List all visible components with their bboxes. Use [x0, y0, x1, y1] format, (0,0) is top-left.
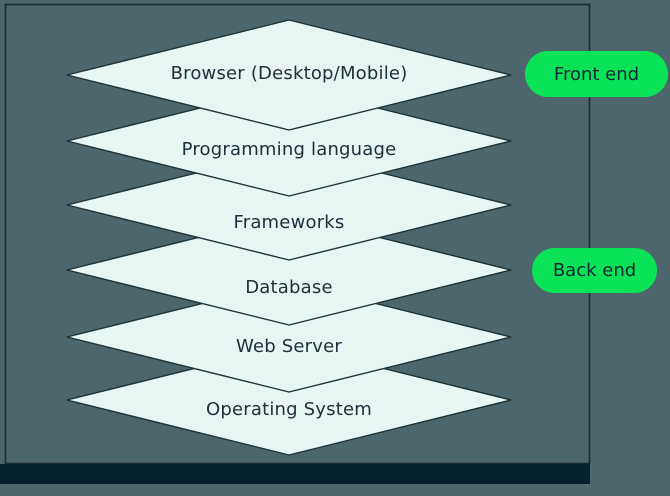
- layer-label-programming-language: Programming language: [181, 139, 397, 160]
- panel-border: [4, 3, 591, 465]
- layer-label-operating-system: Operating System: [205, 399, 373, 420]
- bottom-bar: [0, 464, 590, 484]
- layer-label-frameworks: Frameworks: [233, 212, 345, 233]
- diamond-browser: [66, 19, 512, 131]
- front-end-badge: Front end: [525, 51, 668, 97]
- layer-label-web-server: Web Server: [236, 336, 342, 357]
- layer-label-browser: Browser (Desktop/Mobile): [170, 63, 408, 84]
- layer-label-database: Database: [245, 277, 333, 298]
- back-end-badge: Back end: [532, 248, 657, 293]
